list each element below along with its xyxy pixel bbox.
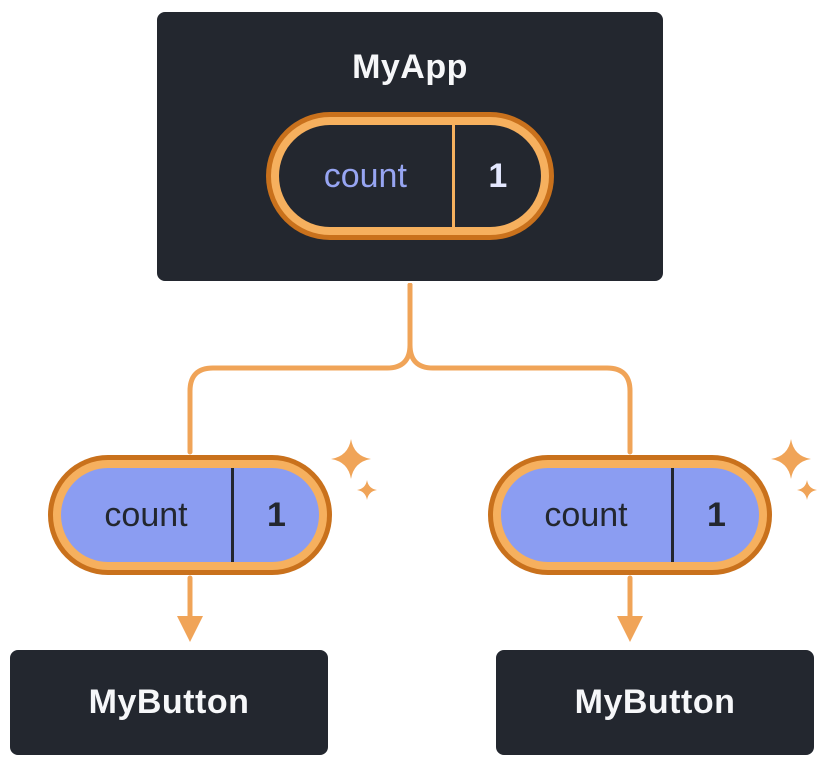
pill-key-label: count xyxy=(104,495,188,534)
sparkle-icon xyxy=(357,480,377,500)
sparkle-icon xyxy=(331,439,371,479)
mybutton-component-box: MyButton xyxy=(8,648,330,757)
connector-branch-left xyxy=(187,282,413,455)
pill-divider xyxy=(231,468,234,562)
pill-value-label: 1 xyxy=(707,495,726,534)
prop-pill-left: count 1 xyxy=(48,455,332,575)
arrow-down-icon xyxy=(617,616,643,642)
pill-divider xyxy=(451,125,455,227)
pill-key-label: count xyxy=(323,156,407,195)
mybutton-component-box: MyButton xyxy=(494,648,816,757)
component-title: MyApp xyxy=(352,48,468,86)
sparkle-icon xyxy=(797,480,817,500)
pill-divider xyxy=(671,468,674,562)
component-title: MyButton xyxy=(88,683,250,721)
state-pill: count 1 xyxy=(266,112,554,240)
pill-value-label: 1 xyxy=(267,495,286,534)
prop-pill-right: count 1 xyxy=(488,455,772,575)
pill-ring: count 1 xyxy=(271,117,549,235)
connector-branch-right xyxy=(407,282,633,455)
pill-ring: count 1 xyxy=(493,460,767,570)
pill-key-label: count xyxy=(544,495,628,534)
component-title: MyButton xyxy=(574,683,736,721)
pill-value-label: 1 xyxy=(488,156,508,195)
sparkle-icon xyxy=(771,439,811,479)
pill-ring: count 1 xyxy=(53,460,327,570)
arrow-down-icon xyxy=(177,616,203,642)
